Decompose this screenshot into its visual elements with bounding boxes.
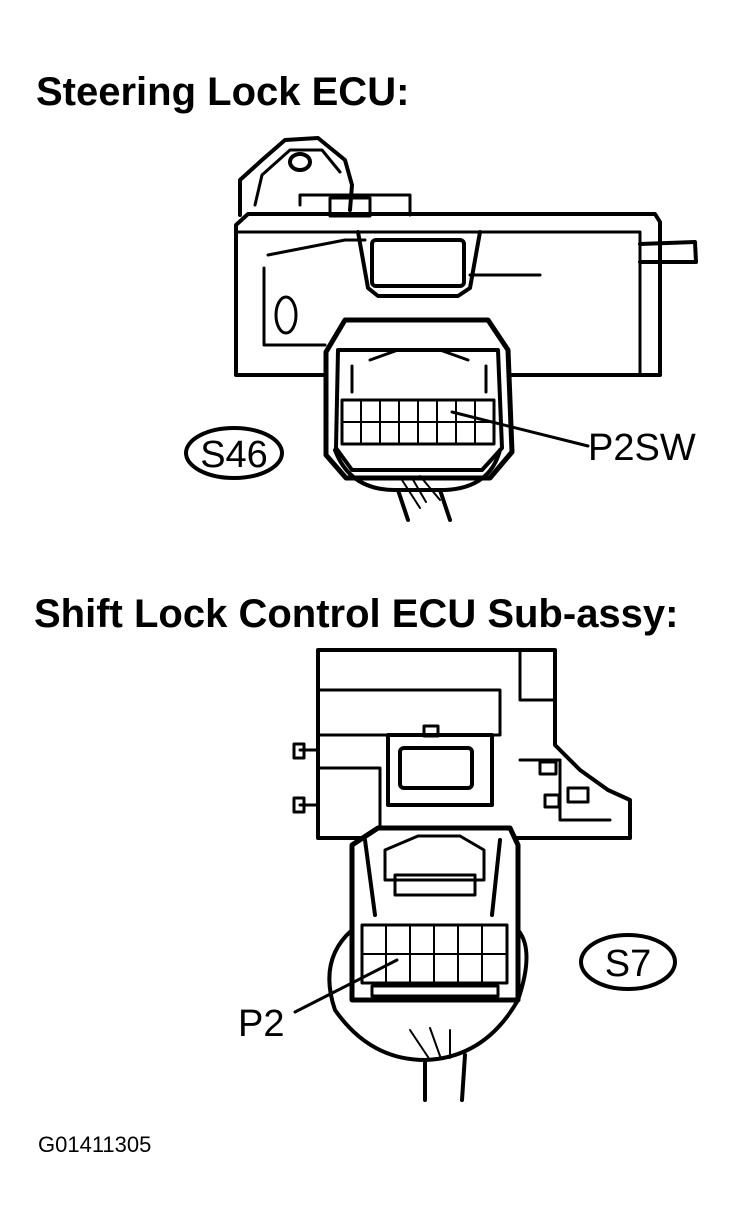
terminal-label-p2sw: P2SW xyxy=(588,427,696,469)
steering-lock-ecu-title: Steering Lock ECU: xyxy=(36,70,410,114)
shift-lock-ecu-body xyxy=(292,648,632,840)
shift-lock-ecu-title: Shift Lock Control ECU Sub-assy: xyxy=(34,592,679,636)
connector-label-s7: S7 xyxy=(605,943,651,985)
figure-id: G01411305 xyxy=(38,1132,152,1157)
connector-label-s46: S46 xyxy=(200,434,268,476)
s7-label-oval xyxy=(579,933,677,991)
terminal-label-p2: P2 xyxy=(238,1003,284,1045)
connector-s46 xyxy=(323,317,590,522)
steering-lock-ecu-body xyxy=(234,136,698,377)
connector-s7 xyxy=(293,825,529,1102)
s46-label-oval xyxy=(184,426,284,480)
